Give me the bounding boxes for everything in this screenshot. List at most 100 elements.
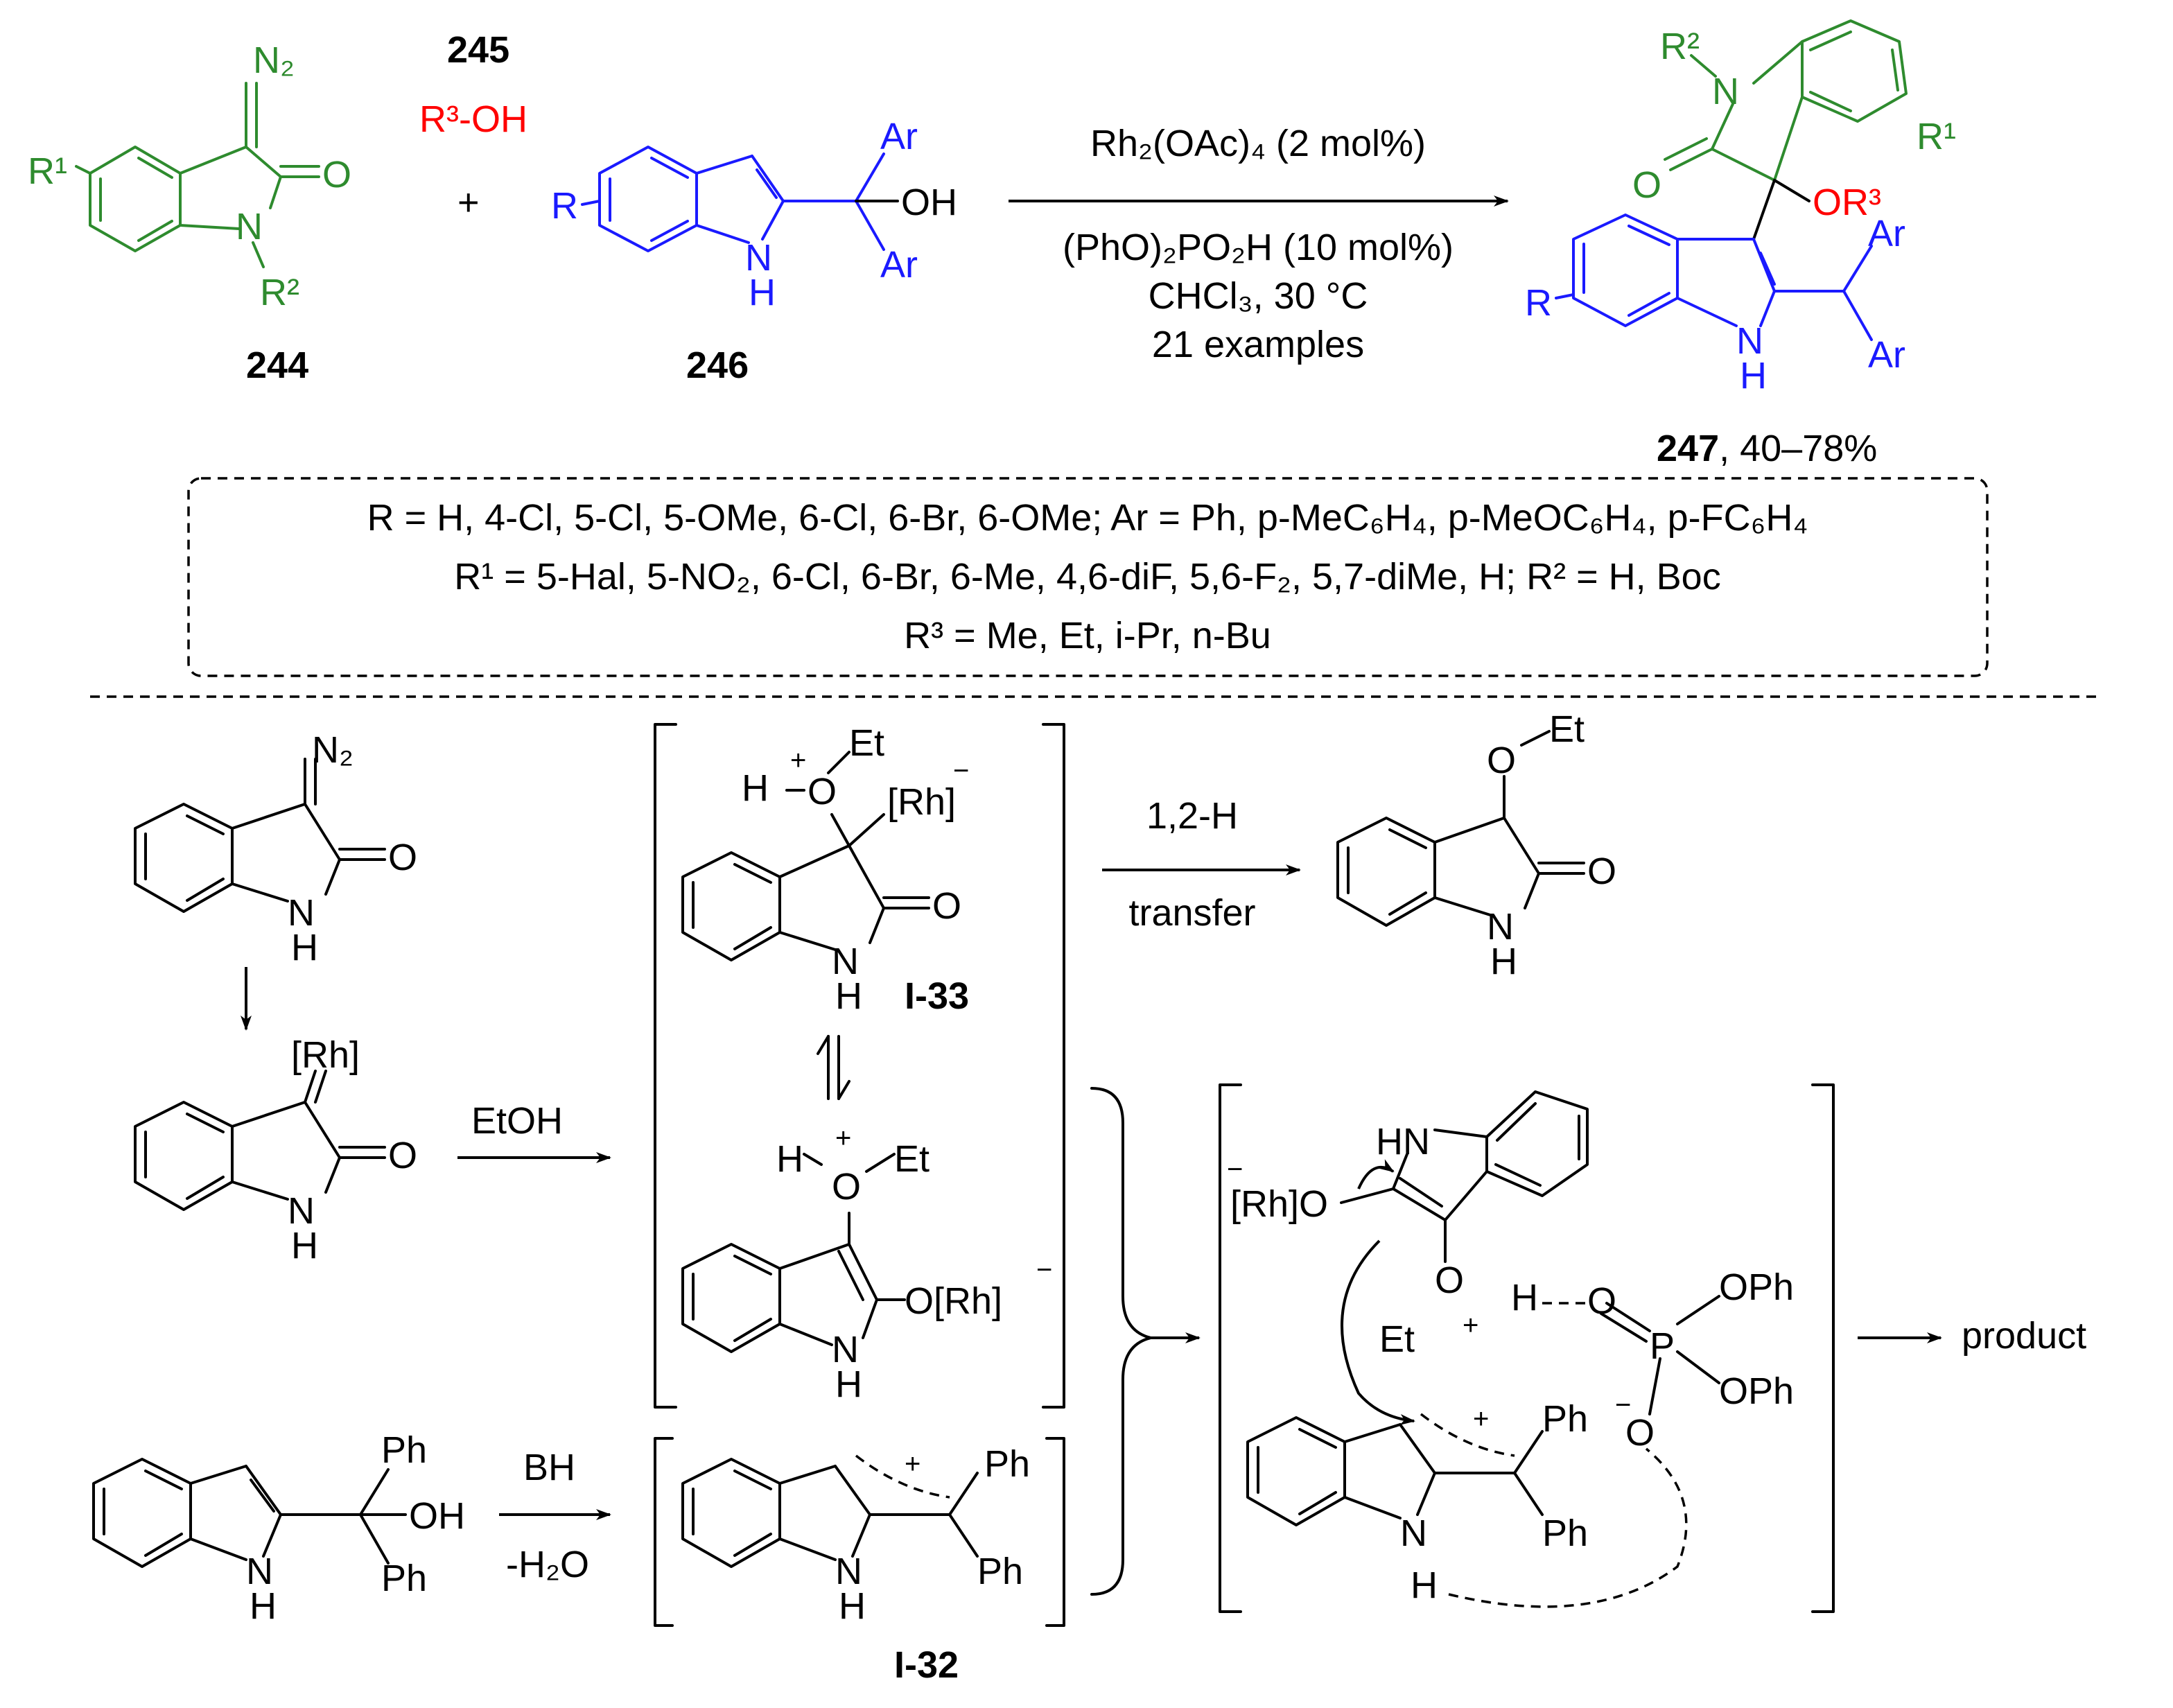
i33-h-nh: H bbox=[835, 975, 862, 1017]
intermediate-i32-label: I-32 bbox=[894, 1644, 959, 1686]
r-label-246: R bbox=[551, 185, 578, 227]
i33-n-label: N bbox=[832, 941, 859, 982]
lactam-n-label: N bbox=[236, 206, 263, 247]
equilibrium-head-down bbox=[837, 1080, 850, 1100]
compound-246-structure bbox=[581, 146, 899, 252]
enolate-et-label: Et bbox=[894, 1138, 930, 1180]
ts-ph-top: Ph bbox=[1542, 1398, 1588, 1440]
compound-244-structure bbox=[75, 82, 320, 268]
indole-n-246: N bbox=[745, 237, 772, 279]
intermediate-i33-label: I-33 bbox=[905, 975, 969, 1017]
r2-label: R² bbox=[260, 272, 299, 313]
n-label-247: N bbox=[1712, 71, 1739, 112]
bracket-i32-left bbox=[654, 1437, 674, 1627]
ts-o-plus: + bbox=[1463, 1310, 1478, 1341]
ts-oph-bottom: OPh bbox=[1719, 1370, 1794, 1412]
ar-top-246: Ar bbox=[880, 116, 918, 157]
i33-plus: + bbox=[790, 745, 806, 776]
condition-acid: (PhO)₂PO₂H (10 mol%) bbox=[1063, 227, 1454, 268]
mech-n-label-2: N bbox=[288, 1190, 315, 1232]
bracket-i32-right bbox=[1045, 1437, 1065, 1627]
mech-o-label-1: O bbox=[388, 837, 417, 878]
bracket-ts-left bbox=[1219, 1083, 1242, 1613]
indole-n-247: N bbox=[1736, 320, 1763, 362]
ts-n-label: N bbox=[1400, 1513, 1427, 1554]
ts-minus: − bbox=[1227, 1154, 1243, 1185]
ts-o-minus-sign: − bbox=[1615, 1390, 1631, 1420]
mech-o-label-2: O bbox=[388, 1135, 417, 1176]
mech-ether-product bbox=[1336, 730, 1585, 927]
methanol-h: H bbox=[250, 1585, 277, 1627]
mech-h-label-1: H bbox=[291, 927, 318, 968]
compound-246-label: 246 bbox=[686, 345, 749, 386]
ts-rho-label: [Rh]O bbox=[1230, 1183, 1328, 1225]
indole-h-246: H bbox=[749, 272, 776, 313]
methanol-n: N bbox=[246, 1551, 273, 1592]
enolate-orh-label: O[Rh] bbox=[905, 1280, 1002, 1322]
mech-rh-carbene bbox=[134, 1070, 386, 1211]
r-label-247: R bbox=[1525, 282, 1552, 324]
ts-o-minus-label: O bbox=[1625, 1412, 1655, 1454]
i32-h: H bbox=[839, 1585, 866, 1627]
substrate-scope-box bbox=[187, 477, 1989, 677]
enolate-h-nh: H bbox=[835, 1363, 862, 1405]
ts-oph-top: OPh bbox=[1719, 1266, 1794, 1308]
or3-label-247: OR³ bbox=[1813, 182, 1881, 223]
ts-nh-h-label: H bbox=[1411, 1565, 1438, 1606]
bracket-i33-left bbox=[654, 723, 677, 1409]
mech-indolyl-methanol bbox=[92, 1458, 407, 1568]
methanol-ph-top: Ph bbox=[381, 1429, 427, 1471]
bracket-i33-right bbox=[1042, 723, 1065, 1409]
r1-label: R¹ bbox=[28, 150, 67, 192]
mech-enolate bbox=[681, 1153, 906, 1353]
bh-label: BH bbox=[523, 1447, 575, 1488]
mech-transition-state bbox=[1246, 1090, 1720, 1608]
reagent-245-formula: R³-OH bbox=[419, 98, 527, 140]
transfer-label-top: 1,2-H bbox=[1146, 795, 1238, 837]
i33-minus: − bbox=[953, 756, 969, 786]
plus-sign: + bbox=[457, 182, 480, 223]
ether-h-label: H bbox=[1490, 941, 1517, 982]
compound-245-label: 245 bbox=[447, 29, 509, 71]
condition-solvent: CHCl₃, 30 °C bbox=[1149, 275, 1368, 317]
carbonyl-o-label: O bbox=[322, 154, 351, 195]
oh-246: OH bbox=[901, 182, 957, 223]
combining-brace bbox=[1090, 1087, 1152, 1596]
methanol-ph-bottom: Ph bbox=[381, 1558, 427, 1599]
ether-n-label: N bbox=[1487, 906, 1514, 948]
i32-n: N bbox=[835, 1551, 862, 1592]
ar-bottom-246: Ar bbox=[880, 244, 918, 286]
i32-ph-top: Ph bbox=[984, 1443, 1030, 1485]
mech-i33-ylide bbox=[681, 751, 930, 961]
r2-label-247: R² bbox=[1660, 26, 1700, 67]
ts-p-label: P bbox=[1650, 1325, 1675, 1367]
minus-h2o-label: -H₂O bbox=[506, 1544, 589, 1585]
final-product-label: product bbox=[1962, 1315, 2086, 1357]
indole-h-247: H bbox=[1740, 355, 1767, 397]
o-label-247: O bbox=[1632, 164, 1661, 206]
i33-et-label: Et bbox=[849, 722, 884, 764]
scope-line-1: R = H, 4-Cl, 5-Cl, 5-OMe, 6-Cl, 6-Br, 6-… bbox=[367, 497, 1808, 539]
mech-n-label-1: N bbox=[288, 892, 315, 934]
i33-rh-label: [Rh] bbox=[887, 781, 956, 823]
equilibrium-head-up bbox=[817, 1035, 830, 1055]
mech-i32-carbocation bbox=[681, 1454, 979, 1568]
ts-ph-bottom: Ph bbox=[1542, 1513, 1588, 1554]
i33-h-label: H bbox=[742, 767, 769, 809]
mech-h-label-2: H bbox=[291, 1225, 318, 1266]
ts-hn-label: HN bbox=[1376, 1121, 1430, 1162]
ether-et-label: Et bbox=[1549, 708, 1585, 750]
mech-etoh-label: EtOH bbox=[471, 1100, 563, 1142]
i32-plus: + bbox=[905, 1449, 920, 1479]
i33-o-label: O bbox=[808, 771, 837, 812]
scope-line-2: R¹ = 5-Hal, 5-NO₂, 6-Cl, 6-Br, 6-Me, 4,6… bbox=[454, 556, 1720, 598]
ts-o-label: O bbox=[1435, 1260, 1464, 1301]
i33-carbonyl-o: O bbox=[932, 885, 961, 927]
condition-examples: 21 examples bbox=[1152, 324, 1364, 365]
enolate-n-label: N bbox=[832, 1329, 859, 1370]
ts-cation-plus: + bbox=[1473, 1404, 1489, 1434]
mech-n2-label: N₂ bbox=[312, 729, 354, 771]
compound-244-label: 244 bbox=[246, 345, 308, 386]
transfer-label-bottom: transfer bbox=[1128, 892, 1255, 934]
